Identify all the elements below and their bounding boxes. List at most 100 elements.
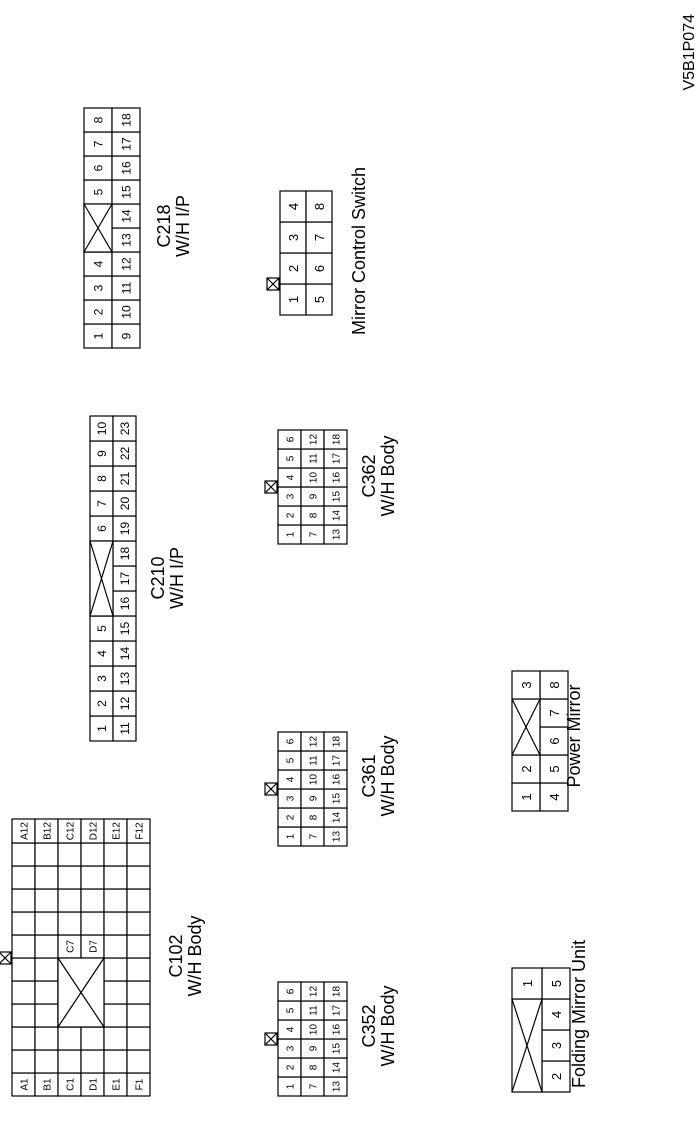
pin-label: 5 (285, 757, 296, 763)
pin-label: 14 (331, 812, 342, 824)
pin-cell (34, 842, 59, 867)
pin-cell (103, 865, 128, 890)
pin-label: 14 (118, 647, 132, 661)
pin-cell (323, 731, 348, 752)
connector-label-line: C362 (359, 454, 379, 497)
pin-label: 11 (118, 722, 132, 735)
pin-cell (34, 865, 59, 890)
pin-label: 9 (95, 450, 109, 457)
pin-label: 7 (92, 140, 106, 147)
power-mirror-label: Power Mirror (564, 684, 584, 787)
pin-label: 3 (95, 675, 109, 682)
pin-cell (34, 980, 59, 1005)
pin-label: C1 (65, 1078, 76, 1091)
pin-label: F12 (134, 822, 145, 840)
pin-label: 16 (331, 774, 342, 786)
pin-cell (34, 1026, 59, 1051)
pin-label: 22 (118, 447, 132, 461)
pin-label: 2 (92, 308, 106, 315)
pin-label: 17 (331, 755, 342, 767)
pin-label: 12 (118, 697, 132, 711)
pin-label: 11 (308, 453, 319, 464)
pin-label: 18 (331, 736, 342, 748)
pin-cell (103, 1003, 128, 1028)
pin-label: 9 (308, 493, 319, 499)
pin-label: A12 (19, 822, 30, 840)
pin-cell (126, 911, 151, 936)
pin-label: 1 (519, 793, 534, 800)
pin-label: 2 (95, 700, 109, 707)
pin-label: 7 (308, 833, 319, 839)
pin-cell (126, 1003, 151, 1028)
pin-label: 23 (118, 422, 132, 436)
pin-label: 7 (95, 500, 109, 507)
pin-label: 18 (331, 434, 342, 446)
pin-label: 15 (331, 1043, 342, 1055)
pin-label: 8 (92, 116, 106, 123)
pin-label: E1 (111, 1078, 122, 1091)
pin-label: 2 (286, 265, 301, 272)
pin-cell (126, 865, 151, 890)
pin-cell (11, 842, 36, 867)
pin-label: 18 (118, 547, 132, 561)
pin-cell (126, 957, 151, 982)
pin-label: 10 (95, 422, 109, 436)
pin-label: 14 (120, 209, 134, 223)
pin-label: 5 (547, 765, 562, 772)
pin-cell (103, 957, 128, 982)
pin-cell (80, 842, 105, 867)
pin-cell (11, 911, 36, 936)
pin-label: 17 (331, 453, 342, 465)
pin-cell (103, 842, 128, 867)
pin-cell (126, 980, 151, 1005)
pin-label: 1 (92, 332, 106, 339)
pin-label: 7 (547, 709, 562, 716)
pin-label: 3 (549, 1042, 564, 1049)
pin-label: 18 (120, 113, 134, 127)
pin-label: 4 (285, 776, 296, 782)
pin-label: C12 (65, 821, 76, 840)
pin-cell (126, 842, 151, 867)
connector-label-line: C352 (359, 1004, 379, 1047)
pin-label: 2 (285, 512, 296, 518)
pin-label: 7 (312, 234, 327, 241)
pin-cell (80, 1049, 105, 1074)
pin-cell (57, 888, 82, 913)
pin-cell (57, 911, 82, 936)
pin-label: 2 (285, 814, 296, 820)
pin-cell (305, 190, 333, 223)
pin-label: 1 (285, 531, 296, 537)
pin-label: 8 (308, 512, 319, 518)
pin-label: 12 (308, 986, 319, 998)
pin-label: 10 (308, 1024, 319, 1036)
pin-label: 11 (308, 1005, 319, 1016)
pin-cell (103, 911, 128, 936)
pin-label: 6 (285, 988, 296, 994)
pin-label: F1 (134, 1078, 145, 1090)
pin-cell (34, 1003, 59, 1028)
pin-label: 10 (308, 472, 319, 484)
connector-label-line: W/H Body (378, 435, 398, 516)
pin-label: C7 (65, 940, 76, 953)
pin-label: 16 (331, 472, 342, 484)
c102-connector: A1A12B1B12C1C4C7C12D1D4D7D12E1E12F1F12C1… (0, 818, 205, 1097)
pin-cell (11, 865, 36, 890)
pin-label: 20 (118, 497, 132, 511)
pin-cell (34, 1049, 59, 1074)
pin-cell (34, 911, 59, 936)
pin-cell (126, 888, 151, 913)
pin-label: 3 (92, 284, 106, 291)
pin-cell (11, 1003, 36, 1028)
pin-label: 17 (120, 137, 134, 151)
pin-cell (126, 1026, 151, 1051)
pin-label: 9 (308, 1045, 319, 1051)
pin-cell (80, 911, 105, 936)
pin-label: 14 (331, 1062, 342, 1074)
folding-mirror-unit-label: Folding Mirror Unit (569, 940, 589, 1088)
